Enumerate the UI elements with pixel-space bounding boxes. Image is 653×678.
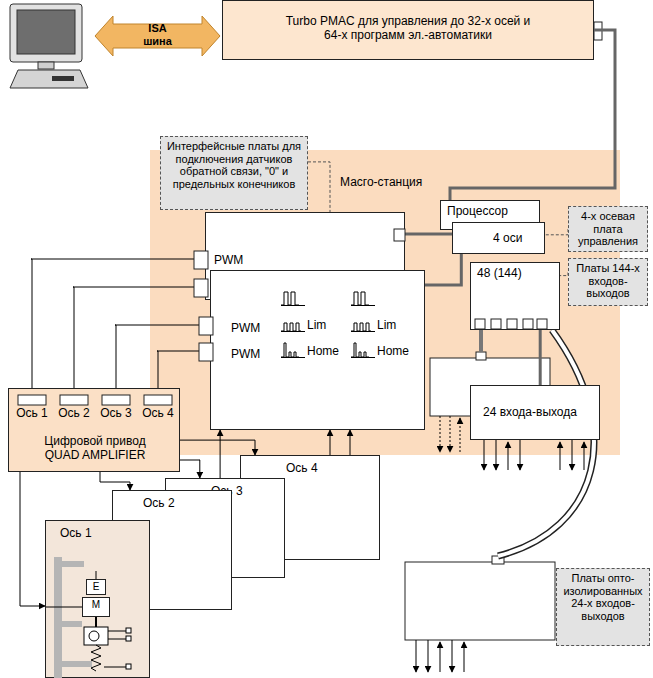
node-text: Процессор (447, 205, 508, 219)
callout-note: Платы опто-изолированных 24-х входов-вых… (556, 568, 650, 646)
node-text: E (87, 580, 105, 594)
node-text: Ось 2 (55, 407, 93, 421)
signal-wire (180, 440, 255, 455)
signal-wire (330, 430, 331, 455)
node-text: M (83, 598, 109, 612)
signal-wire (220, 430, 221, 478)
node-text: Lim (377, 319, 396, 333)
node-text: 4-х осевая плата управления (572, 210, 644, 248)
node-text: Ось 1 (60, 527, 92, 541)
signal-wire (180, 460, 200, 478)
node-text: ISA шина (138, 22, 178, 47)
motor-box: M (82, 597, 110, 617)
signal-wire (73, 287, 205, 395)
node-text: Home (377, 345, 409, 359)
callout-note: 4-х осевая плата управления (568, 206, 648, 252)
node-text: PWM (231, 322, 260, 336)
bus-arrow: ISA шина (95, 12, 220, 60)
node-text: 4 оси (493, 232, 522, 246)
signal-wire (350, 430, 351, 455)
signal-wire (115, 325, 210, 395)
axis-output: Ось 3 (97, 395, 135, 425)
axis-output: Ось 4 (139, 395, 177, 425)
node-text: 24 входа-выхода (483, 406, 577, 420)
node-text: Ось 3 (97, 407, 135, 421)
node-text: PWM (231, 348, 260, 362)
node-text: Ось 4 (286, 462, 318, 476)
signal-wire (100, 472, 130, 490)
controller-box: Turbo PMAC для управления до 32-х осей и… (222, 0, 594, 60)
encoder-box: E (86, 579, 106, 595)
leader-line (560, 272, 568, 275)
io-board: 48 (144) (470, 262, 560, 330)
station-region: Масго-станцияPWM PWM PWM Lim LimHome Home Проц… (150, 150, 620, 455)
node-text: PWM (214, 254, 243, 268)
node-text: Платы опто-изолированных 24-х входов-вых… (560, 572, 646, 623)
node-text: Home (307, 345, 339, 359)
node-text: Ось 4 (139, 407, 177, 421)
node-text: Масго-станция (340, 176, 422, 190)
axis-output: Ось 1 (13, 395, 51, 425)
signal-wire (20, 472, 45, 606)
signal-wire (31, 259, 205, 395)
computer-icon (10, 4, 88, 88)
callout-note: Интерфейсные платы для подключения датчи… (160, 136, 308, 210)
amplifier-box: Цифровой привод QUAD AMPLIFIER Ось 1 Ось 2… (8, 388, 180, 472)
io-wires (484, 440, 584, 470)
node-text: Платы 144-х входов-выходов (572, 262, 644, 300)
io-board: 24 входа-выхода (470, 385, 600, 440)
cable (405, 233, 452, 236)
axis-card: Ось 1 EM (45, 520, 150, 678)
leader-line (308, 162, 330, 212)
node-text: Ось 2 (143, 497, 175, 511)
cable (425, 254, 461, 285)
leader-line (545, 229, 568, 235)
callout-note: Платы 144-х входов-выходов (568, 258, 648, 306)
cable (539, 330, 542, 385)
node-text: Lim (307, 319, 326, 333)
node-text: Turbo PMAC для управления до 32-х осей и… (283, 15, 533, 43)
node-text: Цифровой привод QUAD AMPLIFIER (35, 435, 155, 463)
node-text: Ось 1 (13, 407, 51, 421)
node-text: 48 (144) (477, 267, 522, 281)
axis-output: Ось 2 (55, 395, 93, 425)
interface-board: PWM PWM Lim LimHome Home (210, 270, 425, 430)
axis-board: 4 оси (452, 222, 545, 254)
node-text: Интерфейсные платы для подключения датчи… (164, 140, 304, 191)
